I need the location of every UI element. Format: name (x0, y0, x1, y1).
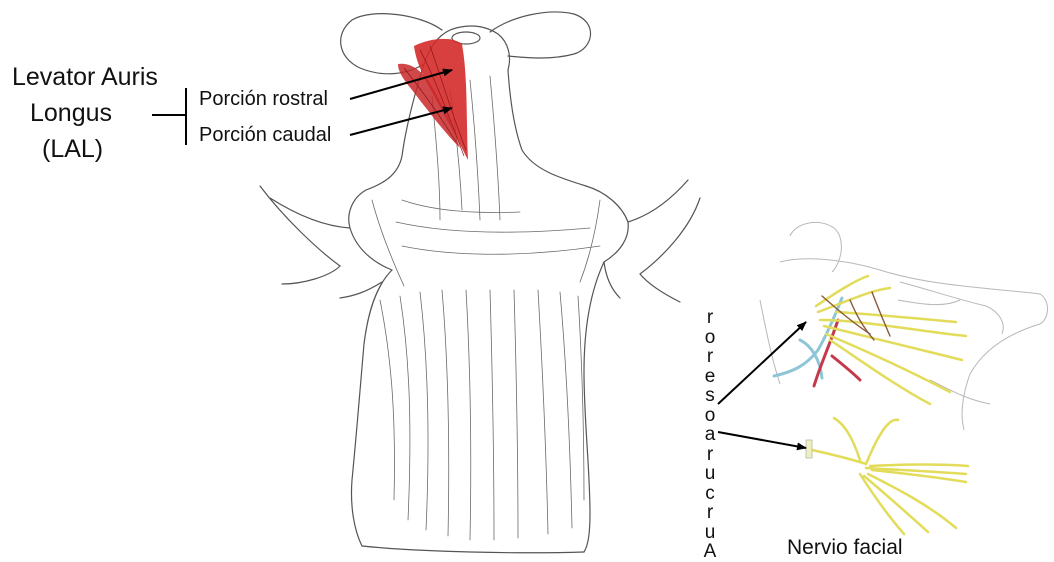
vertical-label-char: o (701, 406, 719, 426)
arrow-to-lateral-view (718, 322, 806, 404)
vertical-label-char: r (701, 445, 719, 465)
shoulder-right-outline (586, 186, 628, 262)
portion-rostral-label: Porción rostral (199, 87, 328, 111)
neck-right-outline (508, 70, 586, 186)
lateral-neck-outline (760, 300, 780, 384)
lateral-head-sketch (760, 222, 1048, 430)
vertical-label-char: e (701, 367, 719, 387)
lateral-cheek-outline (898, 300, 960, 305)
vertical-label-char: u (701, 464, 719, 484)
levator-auris-longus-muscle (398, 39, 468, 160)
vertical-label-char: r (701, 503, 719, 523)
vessel-red-branch (832, 356, 860, 380)
vertical-label-char: u (701, 523, 719, 543)
torso-bottom-outline (362, 546, 584, 553)
torso-hatching (372, 76, 600, 540)
facial-nerve-stub (806, 440, 812, 458)
vertical-label-char: c (701, 484, 719, 504)
vertical-stacked-label: r o r e s o a r u c r u A (701, 308, 719, 562)
lateral-jaw-outline (900, 282, 1003, 334)
lateral-whisker-pad (930, 380, 990, 404)
lal-title-line-2: Longus (30, 98, 112, 128)
lal-bracket (152, 88, 186, 145)
portion-caudal-label: Porción caudal (199, 123, 331, 147)
vertical-label-char: a (701, 425, 719, 445)
right-ear-outline (490, 12, 591, 58)
vertical-label-char: r (701, 308, 719, 328)
left-arm-outline (260, 186, 382, 298)
vessel-red-main (814, 320, 838, 386)
lal-title-line-3: (LAL) (42, 134, 103, 164)
torso-left-outline (351, 270, 392, 546)
shoulder-left-outline (349, 190, 392, 270)
right-arm-outline (604, 180, 700, 302)
arrow-to-facial-nerve (718, 432, 806, 448)
vertical-label-char: A (701, 542, 719, 562)
nervio-facial-caption: Nervio facial (787, 536, 903, 560)
lateral-ear-outline (790, 222, 841, 272)
facial-nerve-isolated-sketch (812, 418, 968, 534)
vertical-label-char: r (701, 347, 719, 367)
lateral-facial-nerve (816, 276, 966, 404)
lal-title-line-1: Levator Auris (12, 62, 158, 92)
vertical-label-char: o (701, 328, 719, 348)
vertical-label-char: s (701, 386, 719, 406)
torso-right-outline (584, 262, 604, 552)
